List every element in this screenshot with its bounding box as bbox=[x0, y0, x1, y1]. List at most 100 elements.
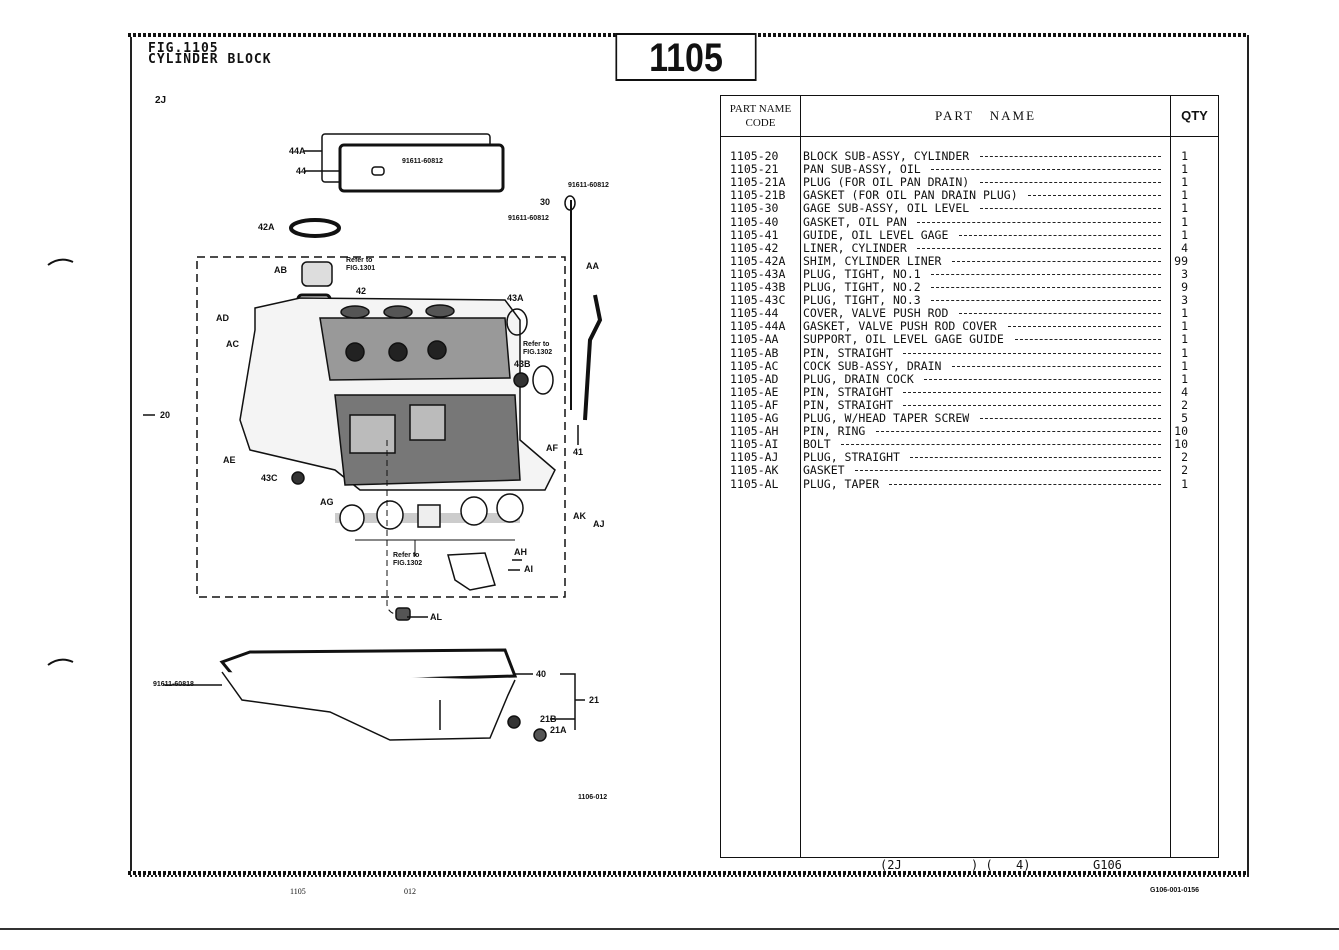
part-name: SHIM, CYLINDER LINER bbox=[803, 253, 942, 268]
part-code: 1105-21A bbox=[730, 175, 786, 190]
leader-dashes bbox=[903, 391, 1161, 393]
part-name: GUIDE, OIL LEVEL GAGE bbox=[803, 227, 949, 242]
part-name: PLUG (FOR OIL PAN DRAIN) bbox=[803, 175, 970, 190]
part-name: PLUG, STRAIGHT bbox=[803, 450, 900, 465]
part-code: 1105-40 bbox=[730, 214, 779, 229]
part-qty: 99 bbox=[1174, 253, 1188, 268]
part-code: 1105-30 bbox=[730, 201, 779, 216]
leader-dashes bbox=[889, 483, 1161, 485]
header-code-line1: PART NAME bbox=[729, 103, 792, 115]
part-code: 1105-21 bbox=[730, 162, 779, 177]
footer-group: G106 bbox=[1093, 858, 1122, 872]
exploded-parts-diagram bbox=[143, 133, 603, 742]
callout-ak: AK bbox=[573, 511, 586, 521]
part-qty: 1 bbox=[1181, 345, 1188, 360]
callout-ah: AH bbox=[514, 547, 527, 557]
leader-dashes bbox=[979, 156, 1161, 157]
part-code: 1105-AB bbox=[730, 345, 779, 360]
leader-dashes bbox=[931, 287, 1161, 288]
callout-ai: AI bbox=[524, 564, 533, 574]
part-code: 1105-44A bbox=[730, 319, 786, 334]
callout-ad: AD bbox=[216, 313, 229, 323]
part-qty: 1 bbox=[1181, 214, 1188, 229]
callout-40: 40 bbox=[536, 669, 547, 679]
callout-21a: 21A bbox=[550, 725, 567, 735]
part-name: PLUG, DRAIN COCK bbox=[803, 371, 914, 386]
part-code: 1105-AK bbox=[730, 463, 779, 478]
part-qty: 2 bbox=[1181, 397, 1188, 412]
part-qty: 4 bbox=[1181, 384, 1188, 399]
leader-dashes bbox=[931, 169, 1161, 171]
part-qty: 4 bbox=[1181, 240, 1188, 255]
header-code-line2: CODE bbox=[745, 117, 776, 129]
part-name: COCK SUB-ASSY, DRAIN bbox=[803, 358, 942, 373]
part-name: PLUG, W/HEAD TAPER SCREW bbox=[803, 411, 970, 425]
figure-name: CYLINDER BLOCK bbox=[148, 52, 272, 67]
footer-page-sheet: 012 bbox=[404, 887, 416, 896]
leader-dashes bbox=[917, 221, 1161, 223]
part-code: 1105-AL bbox=[730, 476, 779, 491]
leader-dashes bbox=[958, 313, 1161, 315]
oil-pan-shape bbox=[221, 671, 516, 741]
shim-shape bbox=[289, 218, 341, 238]
callout-ab: AB bbox=[274, 265, 287, 275]
part-qty: 2 bbox=[1181, 450, 1188, 465]
callout-42: 42 bbox=[356, 286, 367, 296]
footer-page-fig: 1105 bbox=[290, 887, 306, 896]
leader-dashes bbox=[931, 300, 1161, 302]
part-qty: 1 bbox=[1181, 188, 1188, 203]
callout-41: 41 bbox=[573, 447, 584, 457]
part-code: 1105-43A bbox=[730, 266, 786, 281]
callout-42a: 42A bbox=[258, 222, 275, 232]
part-qty: 10 bbox=[1174, 437, 1188, 452]
frame-bottom-border bbox=[128, 871, 1247, 875]
callout-ae: AE bbox=[223, 455, 236, 465]
part-code: 1105-AG bbox=[730, 411, 779, 425]
table-row: 1105-42 LINER, CYLINDER 4 bbox=[721, 240, 1218, 255]
part-name: BOLT bbox=[803, 437, 831, 452]
callout-bolt-91611-60812: 91611-60812 bbox=[402, 158, 443, 165]
callout-refer-to: Refer to bbox=[393, 552, 420, 559]
leader-dashes bbox=[952, 260, 1161, 262]
part-code: 1105-AE bbox=[730, 384, 779, 399]
block-side-opening bbox=[319, 317, 511, 381]
part-code: 1105-21B bbox=[730, 188, 786, 203]
part-name: PIN, STRAIGHT bbox=[803, 397, 894, 412]
part-name: LINER, CYLINDER bbox=[803, 240, 907, 255]
part-code: 1105-42 bbox=[730, 240, 779, 255]
part-name: SUPPORT, OIL LEVEL GAGE GUIDE bbox=[803, 332, 1004, 347]
callout-44: 44 bbox=[296, 166, 307, 176]
callout-bolt-91611-60818: 91611-60818 bbox=[153, 681, 194, 688]
callout-20: 20 bbox=[160, 410, 171, 420]
push-rod-cover-shape bbox=[338, 143, 505, 193]
part-name: GASKET (FOR OIL PAN DRAIN PLUG) bbox=[803, 188, 1018, 203]
leader-dashes bbox=[1028, 195, 1161, 197]
leader-dashes bbox=[979, 182, 1161, 184]
table-row: 1105-21B GASKET (FOR OIL PAN DRAIN PLUG) 1 bbox=[721, 189, 1218, 202]
part-name: GASKET, OIL PAN bbox=[803, 214, 907, 229]
part-name: GASKET, VALVE PUSH ROD COVER bbox=[803, 319, 997, 334]
margin-marks bbox=[47, 258, 74, 666]
figure-title: FIG.1105 CYLINDER BLOCK bbox=[148, 41, 272, 67]
leader-dashes bbox=[931, 273, 1161, 275]
footer-paren: ) ( bbox=[971, 858, 993, 872]
figure-label: FIG.1105 bbox=[148, 41, 219, 56]
illustration-code: 1106-012 bbox=[578, 794, 608, 801]
part-code: 1105-44 bbox=[730, 306, 779, 321]
part-qty: 1 bbox=[1181, 371, 1188, 386]
part-code: 1105-43B bbox=[730, 280, 786, 294]
header-code: PART NAME CODE bbox=[721, 102, 800, 130]
part-name: COVER, VALVE PUSH ROD bbox=[803, 306, 949, 321]
part-code: 1105-43C bbox=[730, 293, 786, 308]
part-code: 1105-AD bbox=[730, 371, 779, 386]
